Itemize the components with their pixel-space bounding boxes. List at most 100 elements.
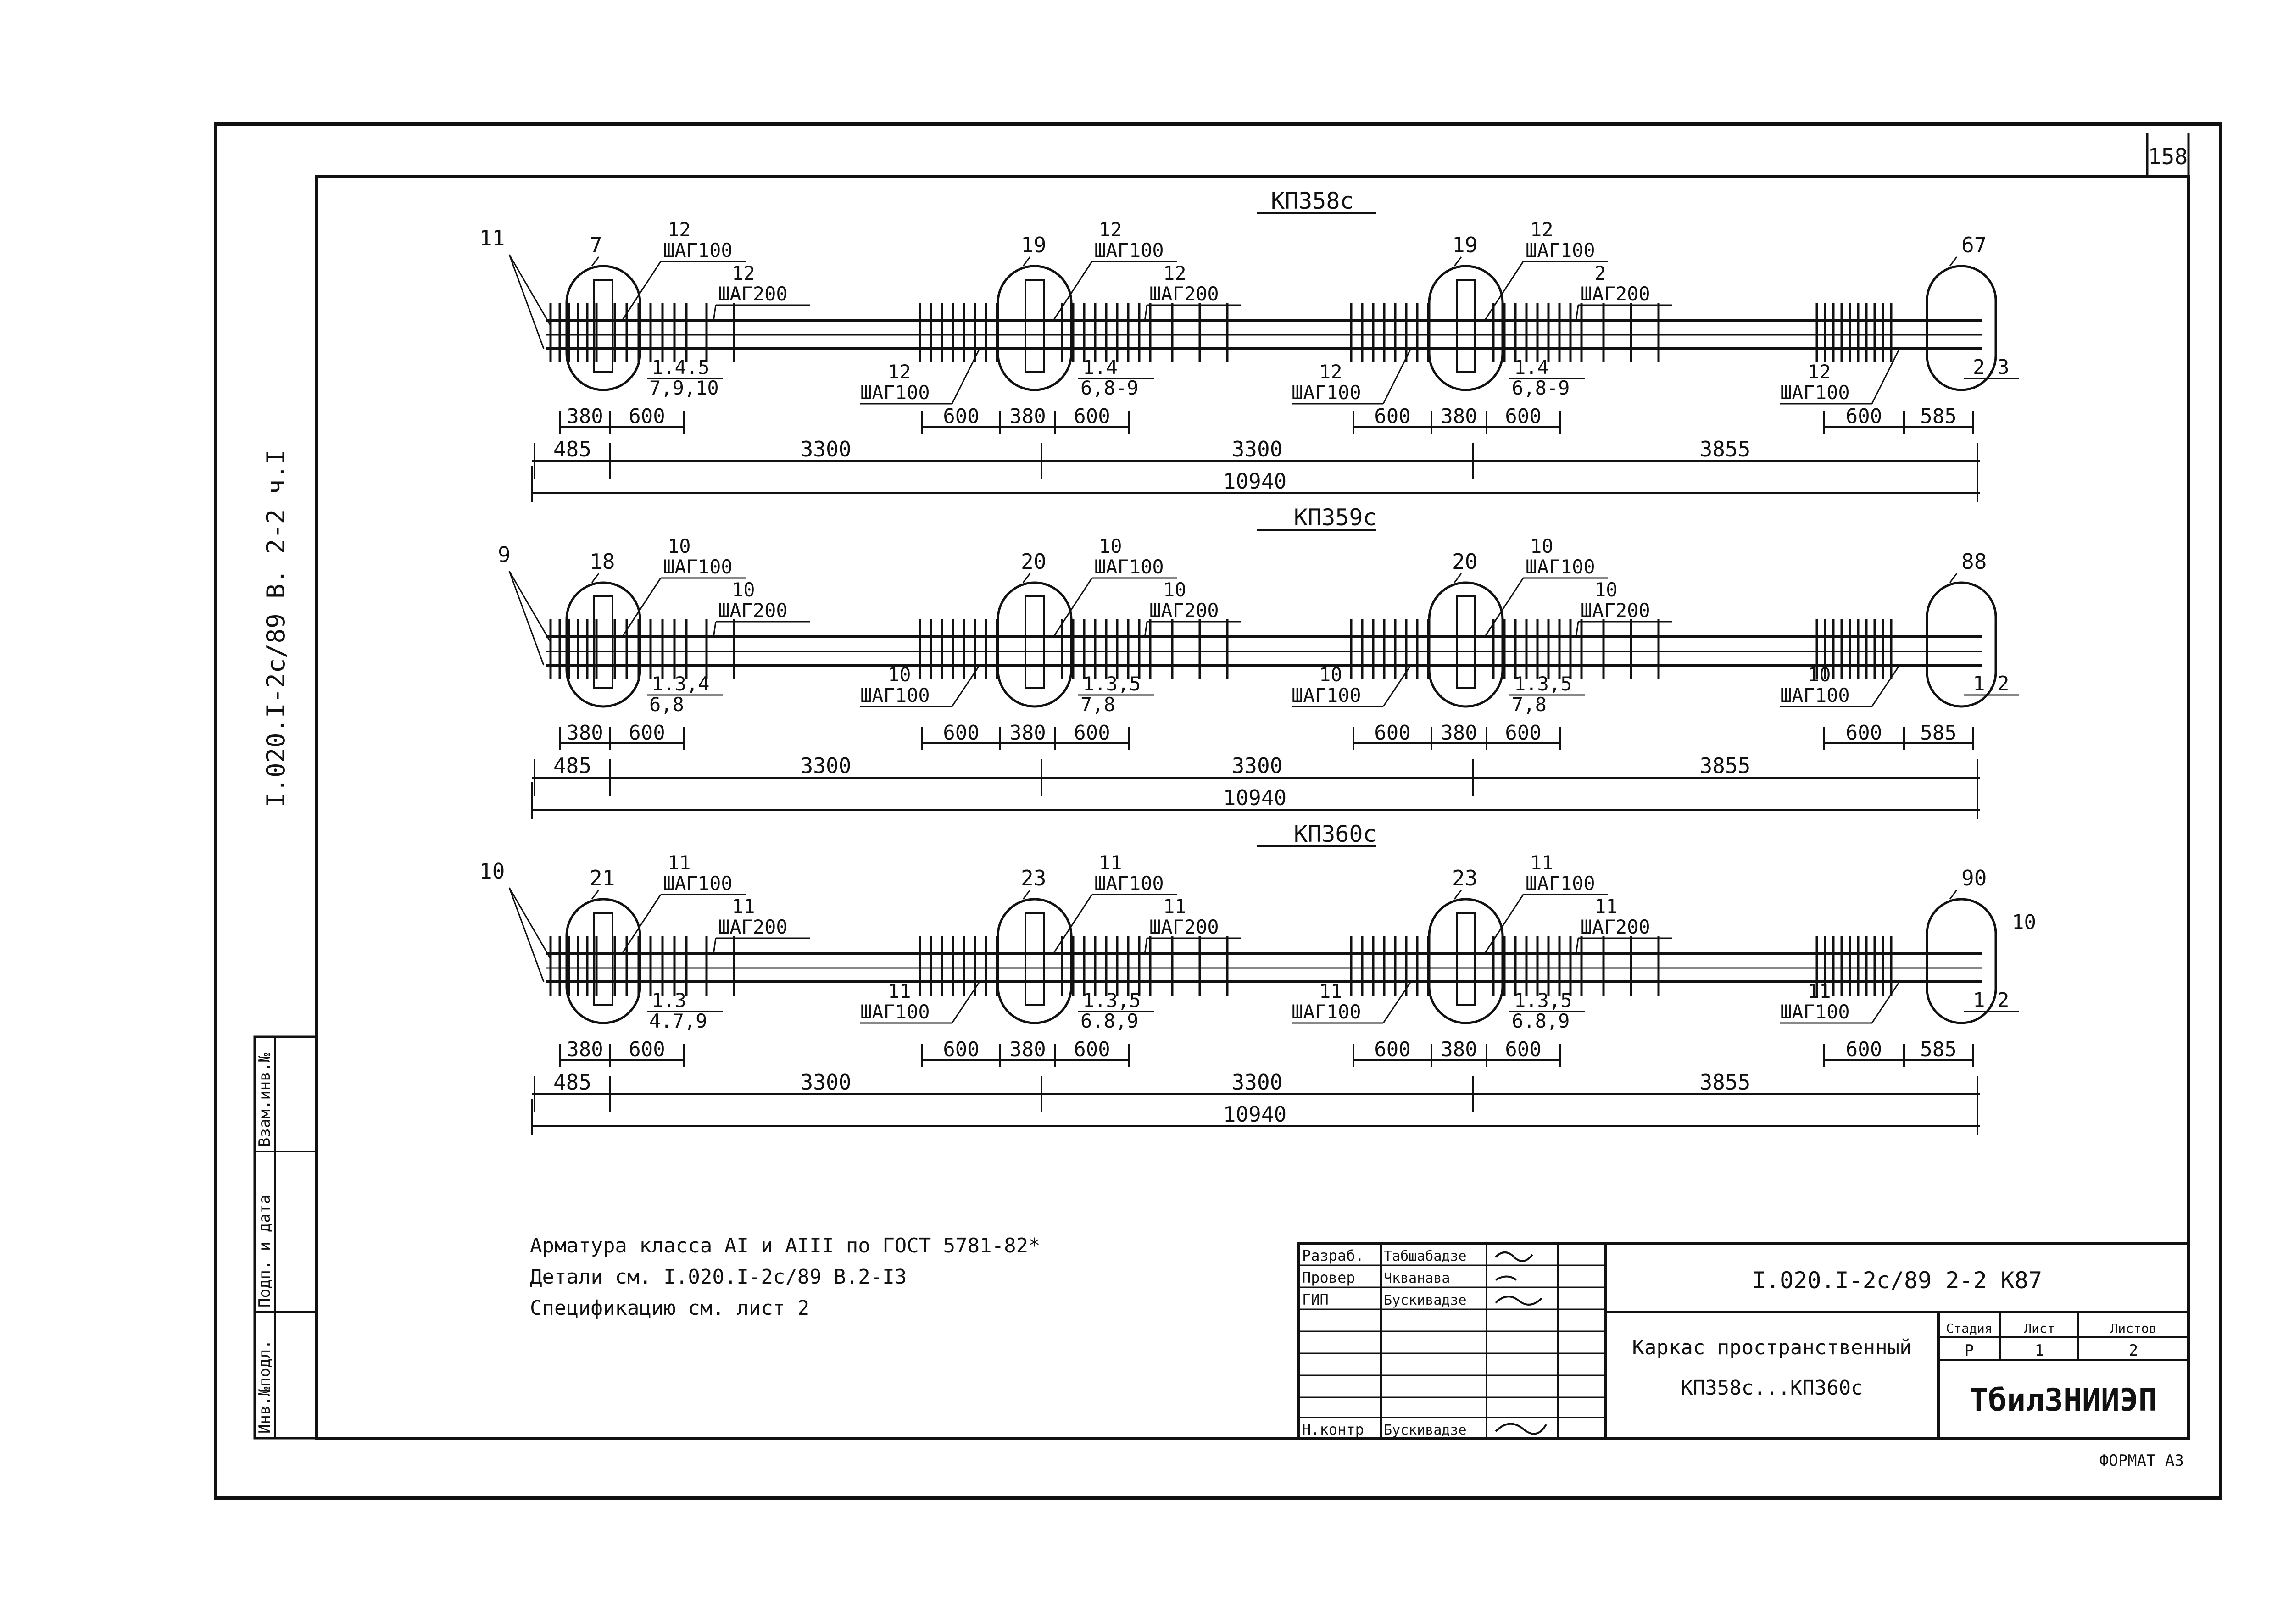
sheet-label: Лист <box>2024 1321 2055 1336</box>
step-label: ШАГ100 <box>1780 684 1850 706</box>
span-dimension-value: 485 <box>553 437 591 462</box>
dimension-value: 600 <box>629 721 665 745</box>
side-code: I.020.I-2с/89 В. 2-2 ч.I <box>262 450 290 807</box>
name-checker: Чкванава <box>1384 1270 1450 1286</box>
detail-ref-label: 6,8 <box>649 693 684 716</box>
detail-ref-label: 1.3,5 <box>1514 989 1572 1012</box>
detail-ref-label: 6,8-9 <box>1080 377 1138 399</box>
detail-ref-label: 4.7,9 <box>649 1010 707 1032</box>
leader-line <box>1052 261 1093 322</box>
role-checker: Провер <box>1302 1269 1355 1286</box>
leader-line <box>1453 890 1462 900</box>
span-dimension-value: 3855 <box>1700 437 1751 462</box>
leader-line <box>951 348 980 404</box>
leader-line <box>621 261 662 322</box>
dimension-value: 600 <box>1374 405 1410 428</box>
embedded-plate <box>1025 595 1045 689</box>
note-line: Арматура класса АI и АIII по ГОСТ 5781-8… <box>530 1234 1041 1257</box>
name-norm-control: Бускивадзе <box>1384 1422 1467 1438</box>
step-label: ШАГ200 <box>1581 599 1650 622</box>
leader-line <box>1871 665 1900 707</box>
detail-ref-label: 1.4.5 <box>651 356 709 378</box>
bar-mark-label: 12 <box>1163 262 1186 284</box>
bar-mark-label: 11 <box>732 895 755 918</box>
bar-mark-label: 10 <box>888 663 911 686</box>
bar-mark-label: 11 <box>1163 895 1186 918</box>
detail-ref-label: 2.3 <box>1973 356 2009 379</box>
embedded-plate <box>1025 912 1045 1006</box>
total-dimension-value: 10940 <box>1223 469 1286 494</box>
frame-title: КП360с <box>1294 821 1377 847</box>
left-mark-label: 11 <box>479 226 505 250</box>
detail-callout <box>997 898 1073 1024</box>
step-label: ШАГ100 <box>1094 239 1164 261</box>
inner-frame <box>315 175 2190 1440</box>
leader-line <box>508 571 545 666</box>
detail-ref-label: 6.8,9 <box>1512 1010 1570 1032</box>
detail-ref-label: 1.3,5 <box>1514 673 1572 695</box>
role-chief: ГИП <box>1302 1291 1329 1308</box>
node-number-label: 23 <box>1021 866 1046 890</box>
dimension-value: 600 <box>1846 721 1882 745</box>
name-developer: Табшабадзе <box>1384 1248 1467 1264</box>
step-label: ШАГ100 <box>860 381 930 404</box>
detail-ref-label: 1.2 <box>1973 672 2009 695</box>
node-number-label: 90 <box>1961 866 1987 890</box>
step-label: ШАГ100 <box>1780 381 1850 404</box>
total-dimension-value: 10940 <box>1223 785 1286 810</box>
step-label: ШАГ100 <box>663 556 733 578</box>
dimension-value: 585 <box>1920 405 1956 428</box>
leader-line <box>1483 894 1524 955</box>
node-number-label: 19 <box>1452 233 1477 257</box>
bar-mark-label: 12 <box>1099 218 1122 241</box>
leader-line <box>1052 578 1093 638</box>
dimension-value: 600 <box>1505 721 1541 745</box>
step-label: ШАГ100 <box>1292 1001 1361 1023</box>
dimension-value: 585 <box>1920 721 1956 745</box>
detail-ref-label: 1.3 <box>651 989 686 1012</box>
bar-mark-label: 10 <box>1163 578 1186 601</box>
detail-ref-label: 1.3,5 <box>1083 673 1141 695</box>
leader-line <box>508 254 545 349</box>
frame-title: КП359с <box>1294 504 1377 531</box>
dimension-value: 600 <box>1505 405 1541 428</box>
sheet-value: 1 <box>2035 1341 2044 1360</box>
node-number-label: 20 <box>1021 549 1046 574</box>
embedded-plate <box>1456 279 1476 373</box>
leader-line <box>1052 894 1093 955</box>
leader-line <box>1949 573 1958 583</box>
step-label: ШАГ100 <box>1094 556 1164 578</box>
leader-line <box>1453 573 1462 583</box>
embedded-plate <box>1456 912 1476 1006</box>
span-dimension-value: 485 <box>553 1070 591 1095</box>
step-label: ШАГ100 <box>860 684 930 706</box>
dimension-value: 380 <box>1441 405 1477 428</box>
title-block: Разраб. Провер ГИП Н.контр Табшабадзе Чк… <box>1297 1242 2190 1440</box>
step-label: ШАГ200 <box>1581 283 1650 305</box>
doc-code: I.020.I-2с/89 2-2 К87 <box>1752 1267 2042 1294</box>
dimension-value: 380 <box>1441 1038 1477 1061</box>
detail-ref-label: 7,9,10 <box>649 377 719 399</box>
detail-callout <box>997 265 1073 391</box>
bar-mark-label: 10 <box>1530 535 1553 557</box>
span-dimension-value: 3300 <box>801 437 852 462</box>
sheets-label: Листов <box>2110 1321 2156 1336</box>
note-line: Спецификацию см. лист 2 <box>530 1296 809 1320</box>
step-label: ШАГ200 <box>718 916 788 938</box>
bar-mark-label: 10 <box>668 535 691 557</box>
bar-mark-label: 10 <box>1808 663 1831 686</box>
title-line-2: КП358с...КП360с <box>1681 1376 1863 1400</box>
step-label: ШАГ200 <box>1581 916 1650 938</box>
bar-mark-label: 11 <box>1594 895 1618 918</box>
dimension-value: 600 <box>1505 1038 1541 1061</box>
dimension-value: 600 <box>1374 1038 1410 1061</box>
